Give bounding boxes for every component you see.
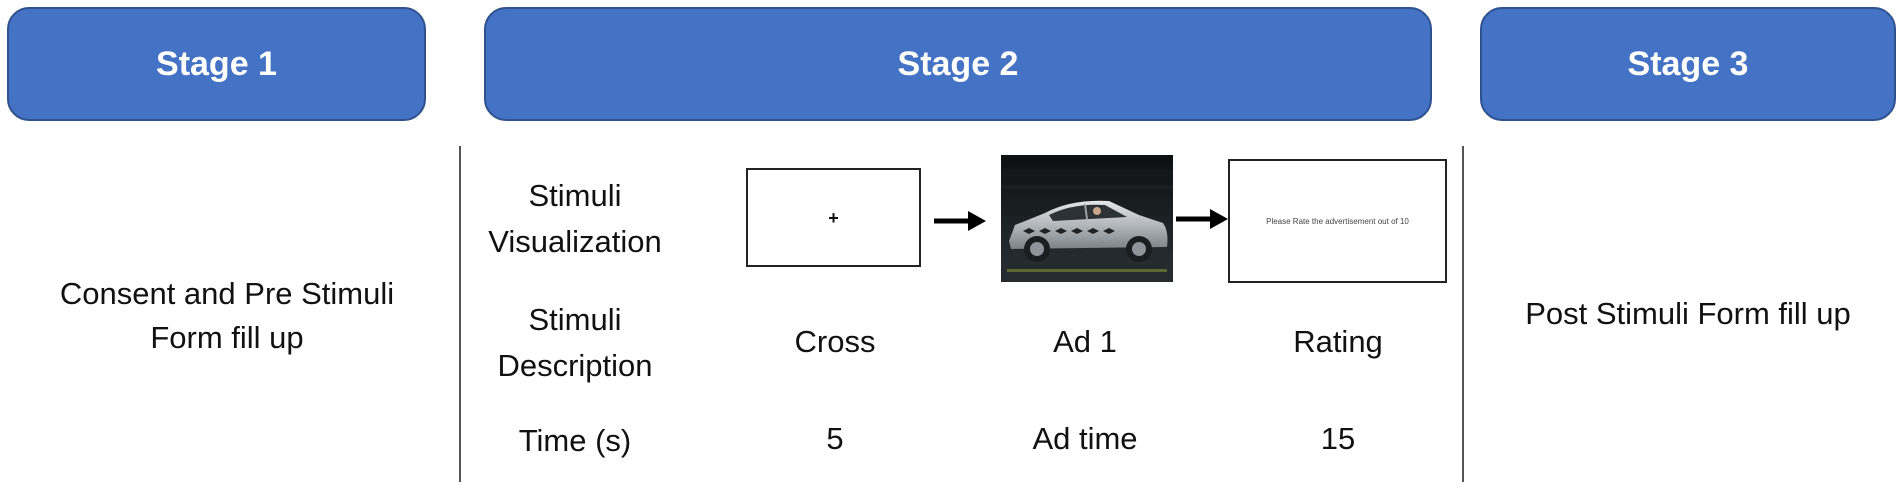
time-ad: Ad time (1032, 421, 1138, 456)
stage-1-description: Consent and Pre Stimuli Form fill up (7, 272, 447, 360)
stage-1-description-line-2: Form fill up (150, 320, 304, 355)
description-cross: Cross (794, 324, 876, 359)
row-label-stimuli-visualization: Stimuli Visualization (472, 173, 678, 265)
arrow-right-icon (1176, 209, 1228, 229)
cross-stimulus-screen: + (746, 168, 921, 267)
description-rating: Rating (1293, 324, 1383, 359)
row-label-description-line-1: Stimuli (528, 302, 622, 337)
row-label-visualization-line-2: Visualization (488, 224, 662, 259)
stage-1-title: Stage 1 (156, 44, 277, 83)
stage-2-header: Stage 2 (484, 7, 1432, 121)
stage-3-title: Stage 3 (1627, 44, 1749, 83)
time-rating: 15 (1320, 421, 1356, 456)
rating-stimulus-screen: Please Rate the advertisement out of 10 (1228, 159, 1447, 283)
stage-divider-left (459, 146, 461, 482)
fixation-cross-icon: + (828, 207, 839, 228)
stage-3-header: Stage 3 (1480, 7, 1896, 121)
row-label-time: Time (s) (518, 423, 632, 458)
stage-1-description-line-1: Consent and Pre Stimuli (59, 276, 395, 311)
stage-1-header: Stage 1 (7, 7, 426, 121)
row-label-visualization-line-1: Stimuli (528, 178, 622, 213)
rating-prompt-text: Please Rate the advertisement out of 10 (1266, 216, 1409, 226)
arrow-right-icon (934, 211, 986, 231)
time-cross: 5 (826, 421, 844, 456)
stage-2-title: Stage 2 (897, 44, 1019, 83)
row-label-stimuli-description: Stimuli Description (472, 297, 678, 389)
stage-divider-right (1462, 146, 1464, 482)
stage-3-description: Post Stimuli Form fill up (1525, 296, 1851, 331)
car-advertisement-image (1001, 155, 1173, 282)
description-ad: Ad 1 (1053, 324, 1117, 359)
row-label-description-line-2: Description (497, 348, 653, 383)
